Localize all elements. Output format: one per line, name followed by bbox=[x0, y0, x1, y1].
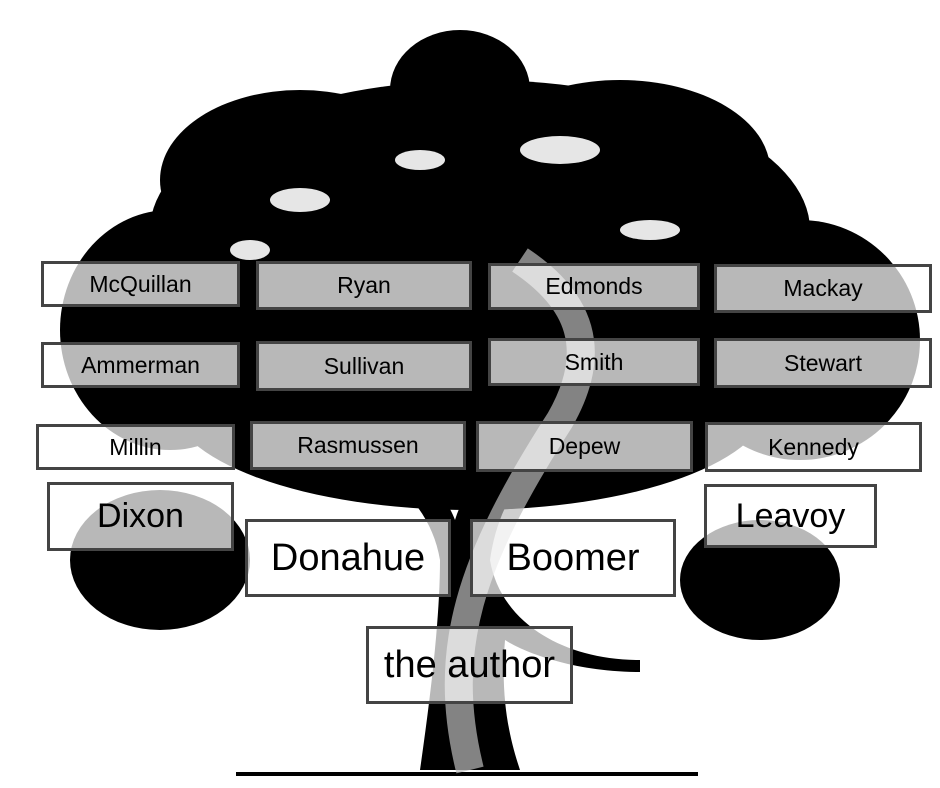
name-box-mcquillan: McQuillan bbox=[41, 261, 240, 307]
name-box-ammerman: Ammerman bbox=[41, 342, 240, 388]
name-box-kennedy: Kennedy bbox=[705, 422, 922, 472]
name-box-donahue: Donahue bbox=[245, 519, 451, 597]
name-box-smith: Smith bbox=[488, 338, 700, 386]
name-box-stewart: Stewart bbox=[714, 338, 932, 388]
name-box-boomer: Boomer bbox=[470, 519, 676, 597]
name-box-millin: Millin bbox=[36, 424, 235, 470]
name-box-edmonds: Edmonds bbox=[488, 263, 700, 310]
name-box-leavoy: Leavoy bbox=[704, 484, 877, 548]
name-box-depew: Depew bbox=[476, 421, 693, 472]
name-box-ryan: Ryan bbox=[256, 261, 472, 310]
name-box-sullivan: Sullivan bbox=[256, 341, 472, 391]
name-box-author: the author bbox=[366, 626, 573, 704]
name-box-dixon: Dixon bbox=[47, 482, 234, 551]
name-box-rasmussen: Rasmussen bbox=[250, 421, 466, 470]
name-box-mackay: Mackay bbox=[714, 264, 932, 313]
